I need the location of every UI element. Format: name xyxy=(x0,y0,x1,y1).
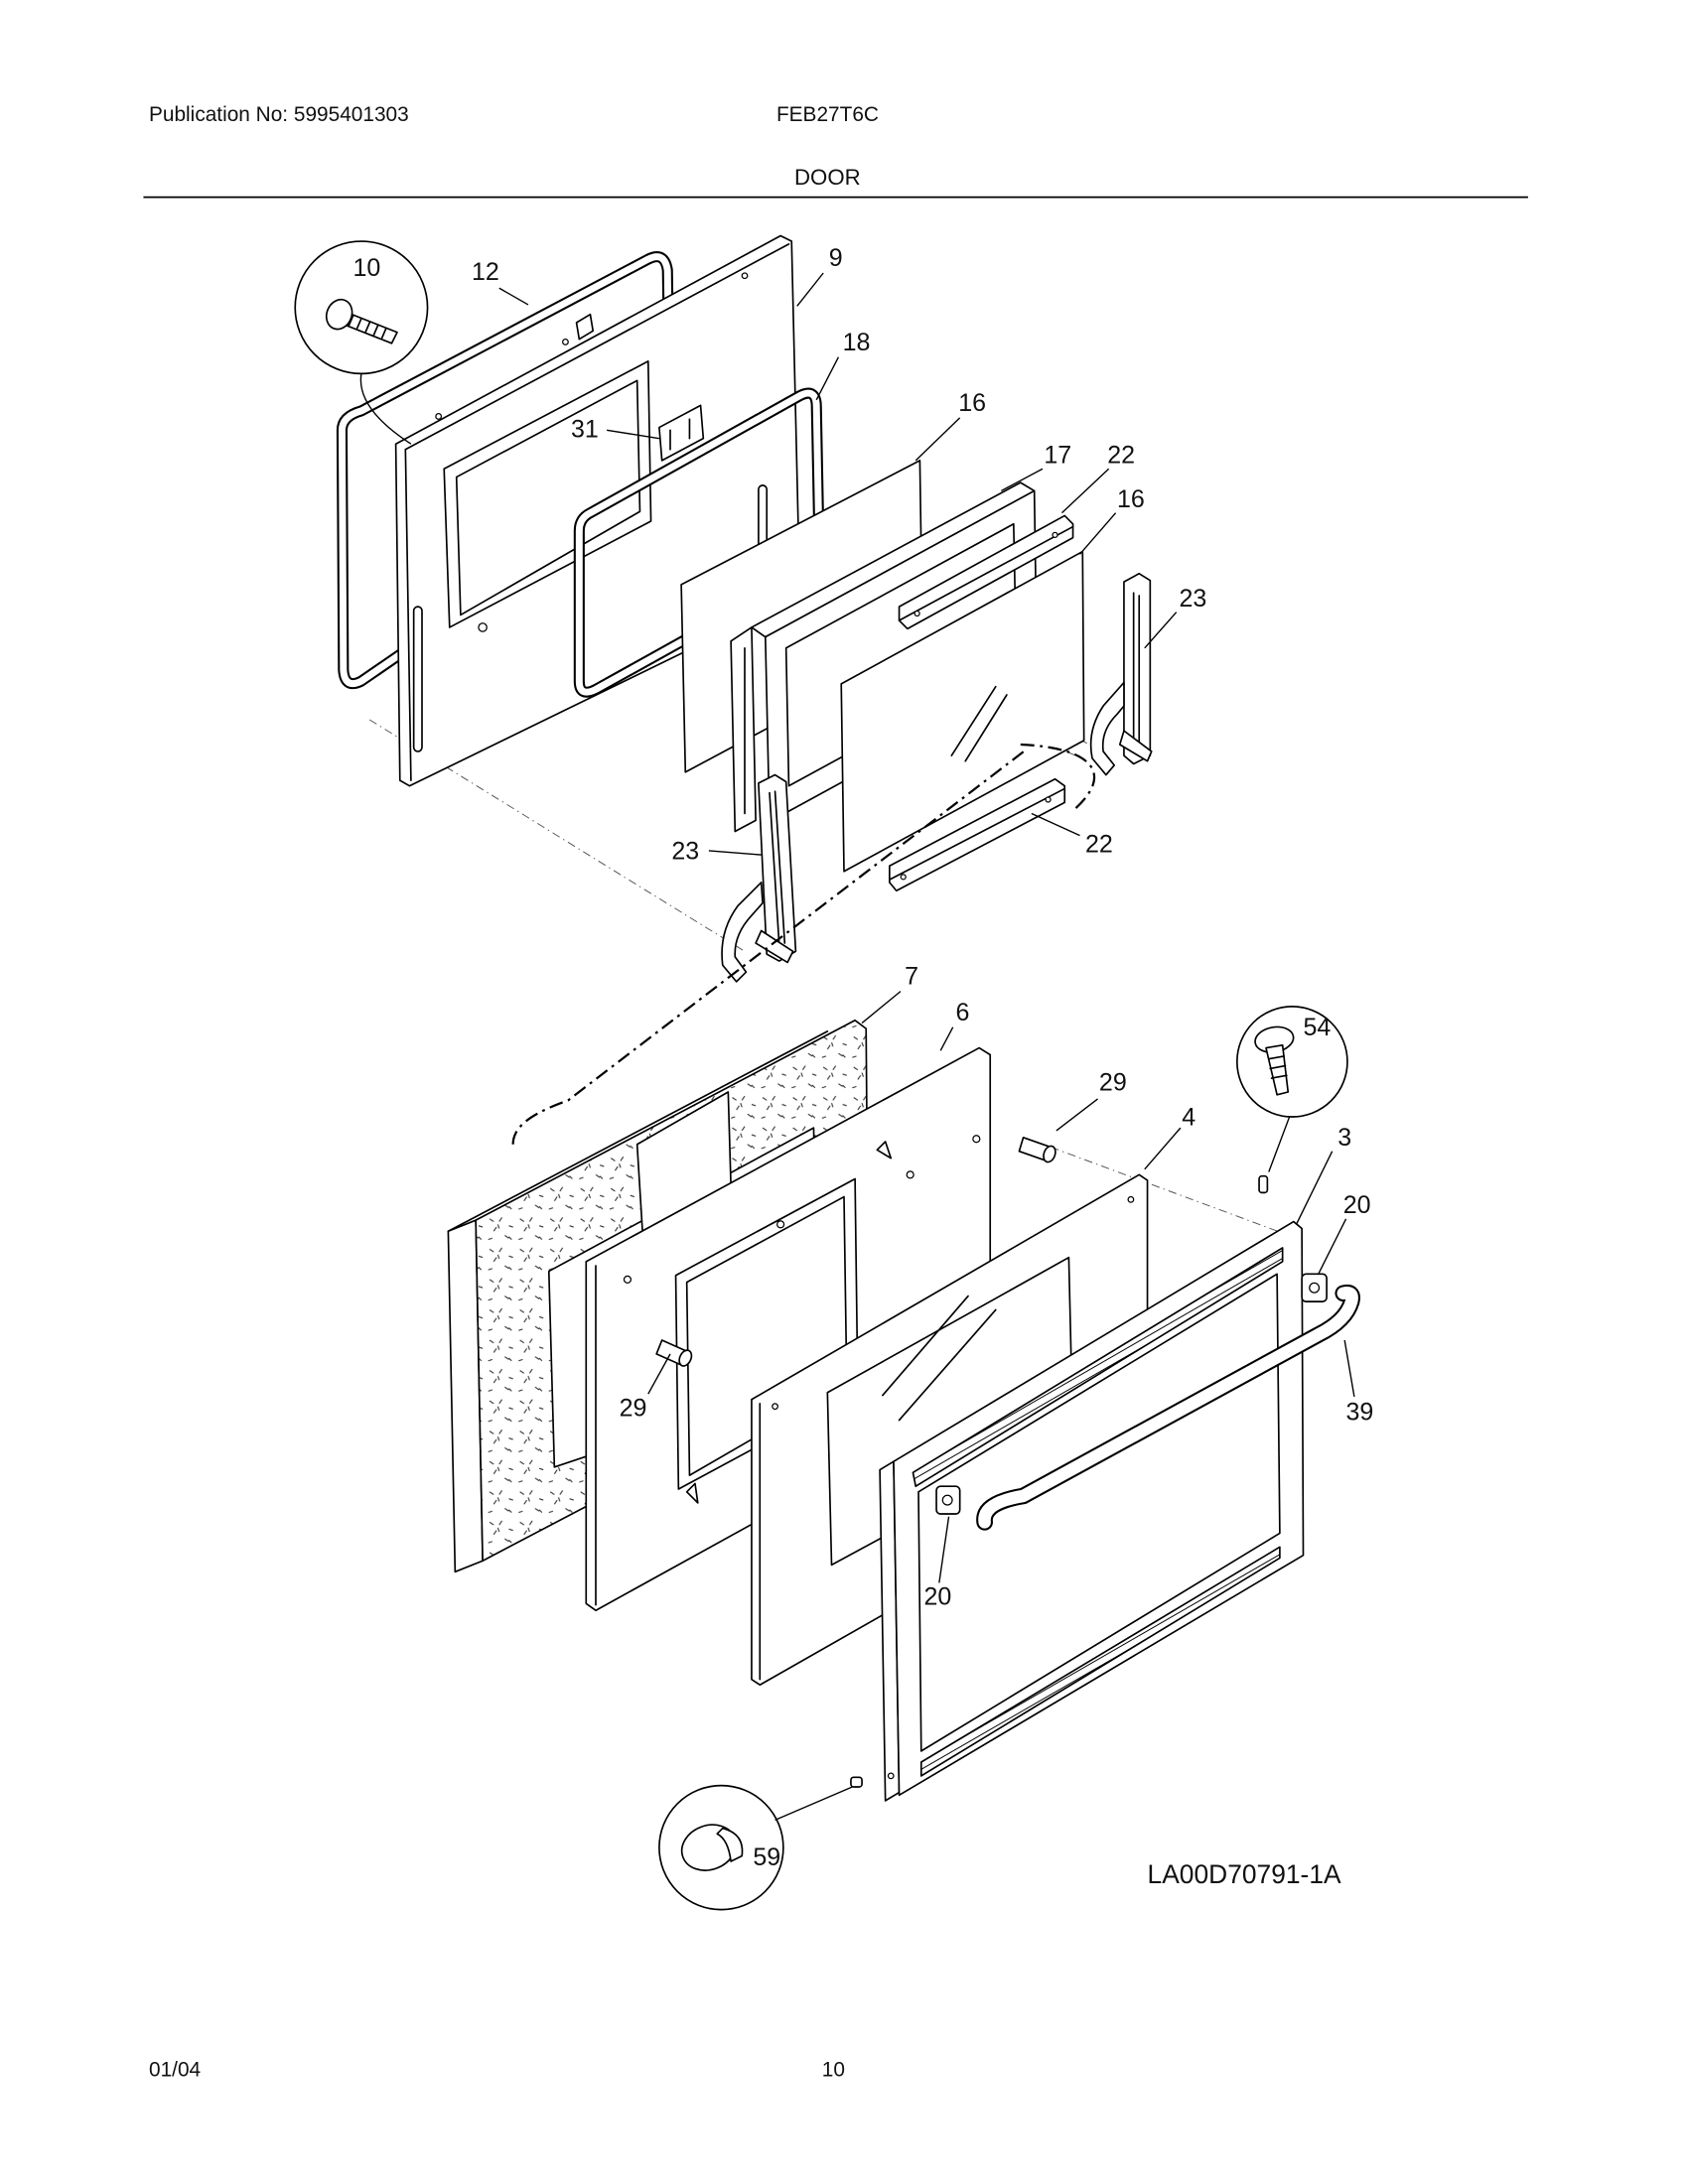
callout-7: 7 xyxy=(905,963,918,991)
part-54-screw-detail xyxy=(1236,1006,1348,1194)
callout-29-left: 29 xyxy=(620,1394,647,1422)
part-3-door-frame xyxy=(879,1220,1305,1802)
part-23-hinge-left xyxy=(721,773,797,983)
model-number: FEB27T6C xyxy=(776,103,879,126)
part-10-screw-detail xyxy=(294,240,429,445)
callout-10: 10 xyxy=(353,254,381,282)
callout-59: 59 xyxy=(753,1843,780,1871)
part-22-channel-top xyxy=(898,514,1074,630)
part-20-end-cap-left xyxy=(935,1485,961,1515)
door-liner-slot-left xyxy=(412,606,423,752)
part-59-bumper-detail xyxy=(658,1776,863,1911)
callout-20-right: 20 xyxy=(1343,1191,1371,1219)
callout-16-upper: 16 xyxy=(958,389,986,417)
part-20-end-cap-right xyxy=(1301,1273,1328,1302)
callout-labels: 10 12 9 18 16 31 17 22 16 23 23 22 7 6 2… xyxy=(353,244,1374,1871)
section-title: DOOR xyxy=(794,165,861,190)
callout-22-bottom: 22 xyxy=(1085,830,1113,858)
callout-3: 3 xyxy=(1337,1124,1351,1152)
publication-number: Publication No: 5995401303 xyxy=(149,103,409,126)
footer-date: 01/04 xyxy=(149,2059,201,2082)
callout-22-top: 22 xyxy=(1107,442,1135,470)
part-29-spacer-right xyxy=(1018,1137,1056,1163)
part-59-bumper xyxy=(850,1776,863,1788)
callout-54: 54 xyxy=(1303,1014,1331,1041)
callout-31: 31 xyxy=(571,415,599,443)
callout-4: 4 xyxy=(1182,1103,1196,1131)
page-number: 10 xyxy=(822,2059,845,2082)
callout-17: 17 xyxy=(1044,442,1071,470)
callout-12: 12 xyxy=(472,258,499,286)
assembly-lines xyxy=(511,743,1096,1145)
part-54-screw xyxy=(1258,1174,1269,1194)
part-29-spacer-left xyxy=(655,1339,693,1367)
part-22-channel-bottom xyxy=(888,777,1066,892)
diagram-id: LA00D70791-1A xyxy=(1148,1859,1341,1889)
part-31-bracket xyxy=(658,404,705,462)
callout-23-left: 23 xyxy=(671,837,699,865)
leader-lines xyxy=(498,272,1355,1583)
callout-39: 39 xyxy=(1346,1399,1374,1427)
callout-18: 18 xyxy=(843,329,871,356)
callout-9: 9 xyxy=(829,244,843,272)
part-16-glass-outer xyxy=(840,550,1085,873)
callout-20-left: 20 xyxy=(924,1583,952,1611)
part-39-handle xyxy=(976,1284,1360,1531)
callout-6: 6 xyxy=(955,999,969,1026)
callout-23-right: 23 xyxy=(1179,585,1206,613)
callout-16-lower: 16 xyxy=(1117,485,1145,513)
callout-29-right: 29 xyxy=(1099,1069,1127,1097)
part-23-hinge-right xyxy=(1089,572,1153,776)
